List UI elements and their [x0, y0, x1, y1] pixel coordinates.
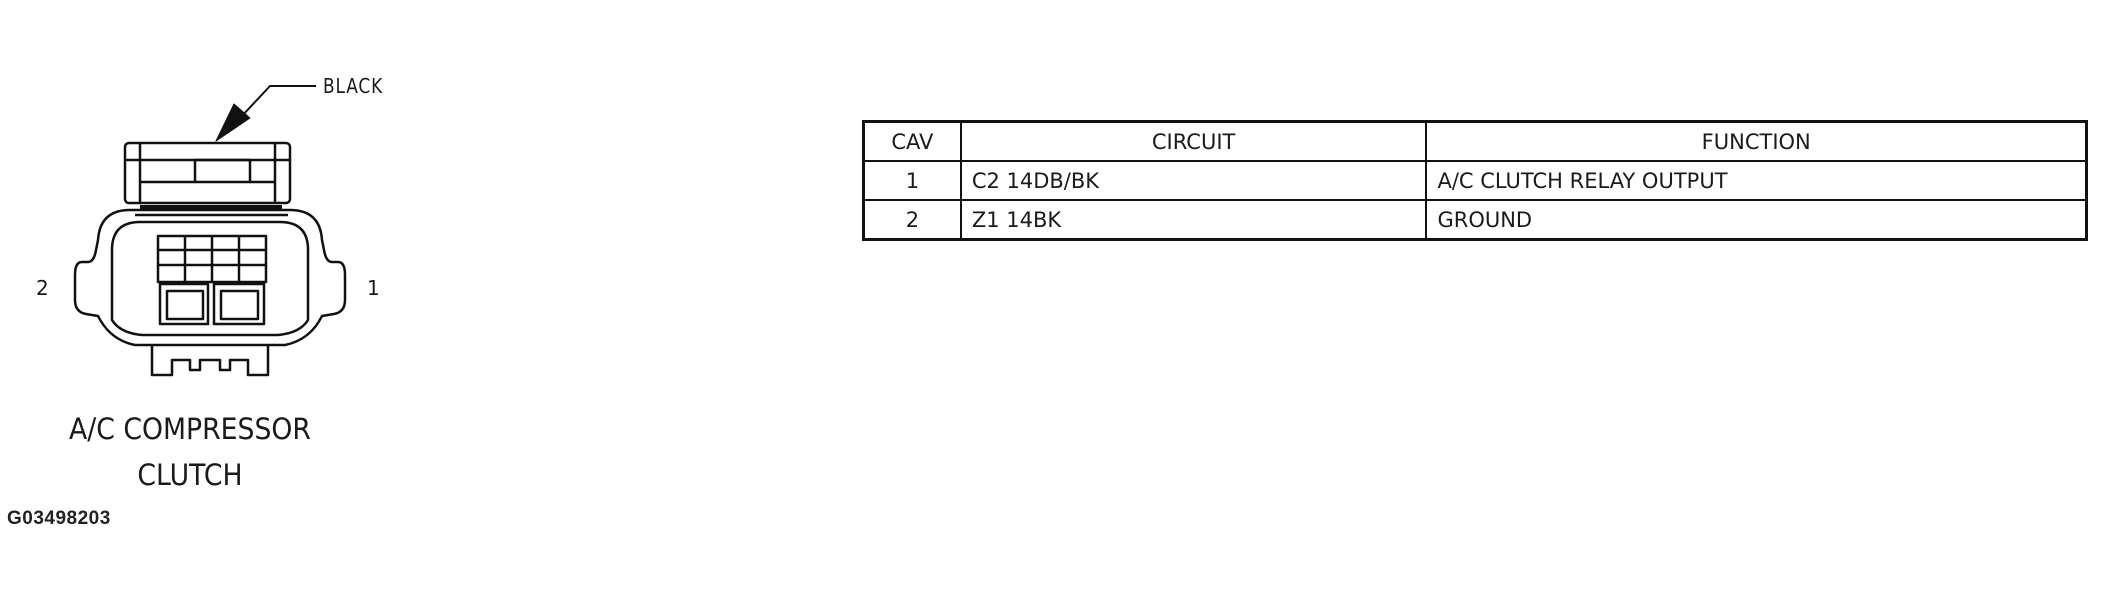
cell-cav: 1 [862, 160, 962, 201]
cavity-1 [212, 282, 266, 326]
header-cav: CAV [862, 120, 962, 162]
connector-inner-shell [110, 220, 310, 337]
pin-number-right: 1 [367, 276, 380, 300]
cell-circuit: Z1 14BK [959, 199, 1428, 241]
figure-id: G03498203 [7, 508, 111, 529]
connector-caption-line2: CLUTCH [137, 458, 243, 492]
table-row: 1 C2 14DB/BK A/C CLUTCH RELAY OUTPUT [862, 160, 2088, 201]
connector-feet [150, 345, 270, 377]
header-circuit: CIRCUIT [959, 120, 1428, 162]
connector-shell [73, 208, 347, 347]
connector-drawing [73, 85, 347, 377]
table-row: 2 Z1 14BK GROUND [862, 199, 2088, 241]
latch-tab [193, 158, 252, 184]
table-header-row: CAV CIRCUIT FUNCTION [862, 120, 2088, 162]
color-leader-line [239, 85, 316, 119]
cell-function: GROUND [1425, 199, 2088, 241]
cell-cav: 2 [862, 199, 962, 241]
cavity-2 [158, 282, 210, 326]
header-function: FUNCTION [1425, 120, 2088, 162]
latch-housing [123, 141, 292, 205]
cell-circuit: C2 14DB/BK [959, 160, 1428, 201]
color-arrow [215, 103, 251, 142]
wire-color-label: BLACK [323, 74, 384, 98]
connector-caption-line1: A/C COMPRESSOR [69, 412, 311, 446]
pin-number-left: 2 [36, 276, 49, 300]
pinout-table: CAV CIRCUIT FUNCTION 1 C2 14DB/BK A/C CL… [862, 120, 2088, 241]
cell-function: A/C CLUTCH RELAY OUTPUT [1425, 160, 2088, 201]
